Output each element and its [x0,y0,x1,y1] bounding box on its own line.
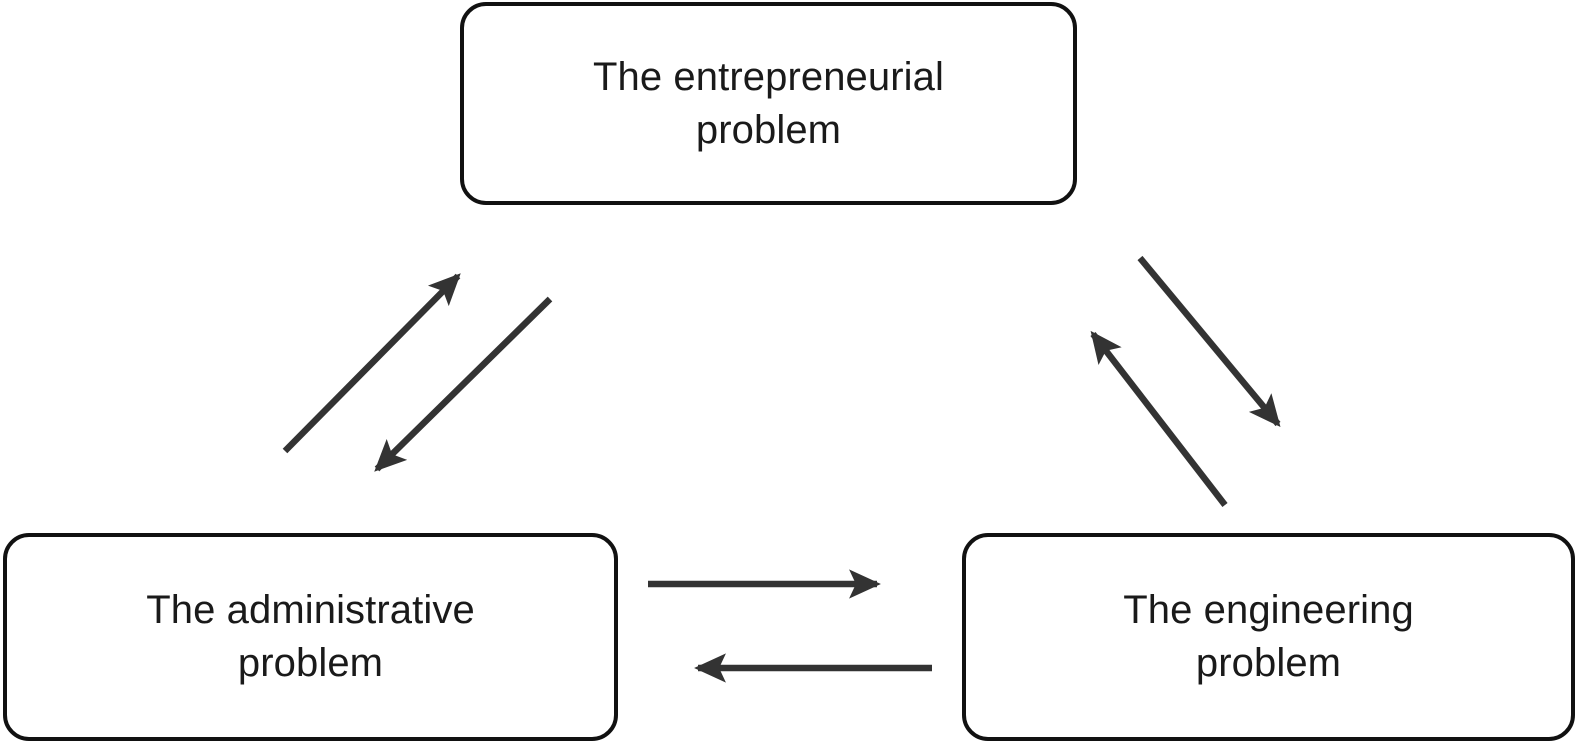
node-entrepreneurial-problem-label: The entrepreneurial problem [592,54,944,152]
edge-entrepreneurial-to-administrative [374,296,553,472]
node-administrative-problem[interactable]: The administrative problem [3,533,618,741]
node-administrative-problem-label: The administrative problem [146,588,475,685]
node-engineering-problem[interactable]: The engineering problem [962,533,1575,741]
edge-engineering-to-entrepreneurial [1090,330,1228,507]
node-engineering-problem-label: The engineering problem [1123,588,1414,685]
edge-entrepreneurial-to-engineering [1137,255,1281,427]
node-entrepreneurial-problem[interactable]: The entrepreneurial problem [460,2,1077,205]
edge-administrative-to-entrepreneurial [282,273,461,454]
